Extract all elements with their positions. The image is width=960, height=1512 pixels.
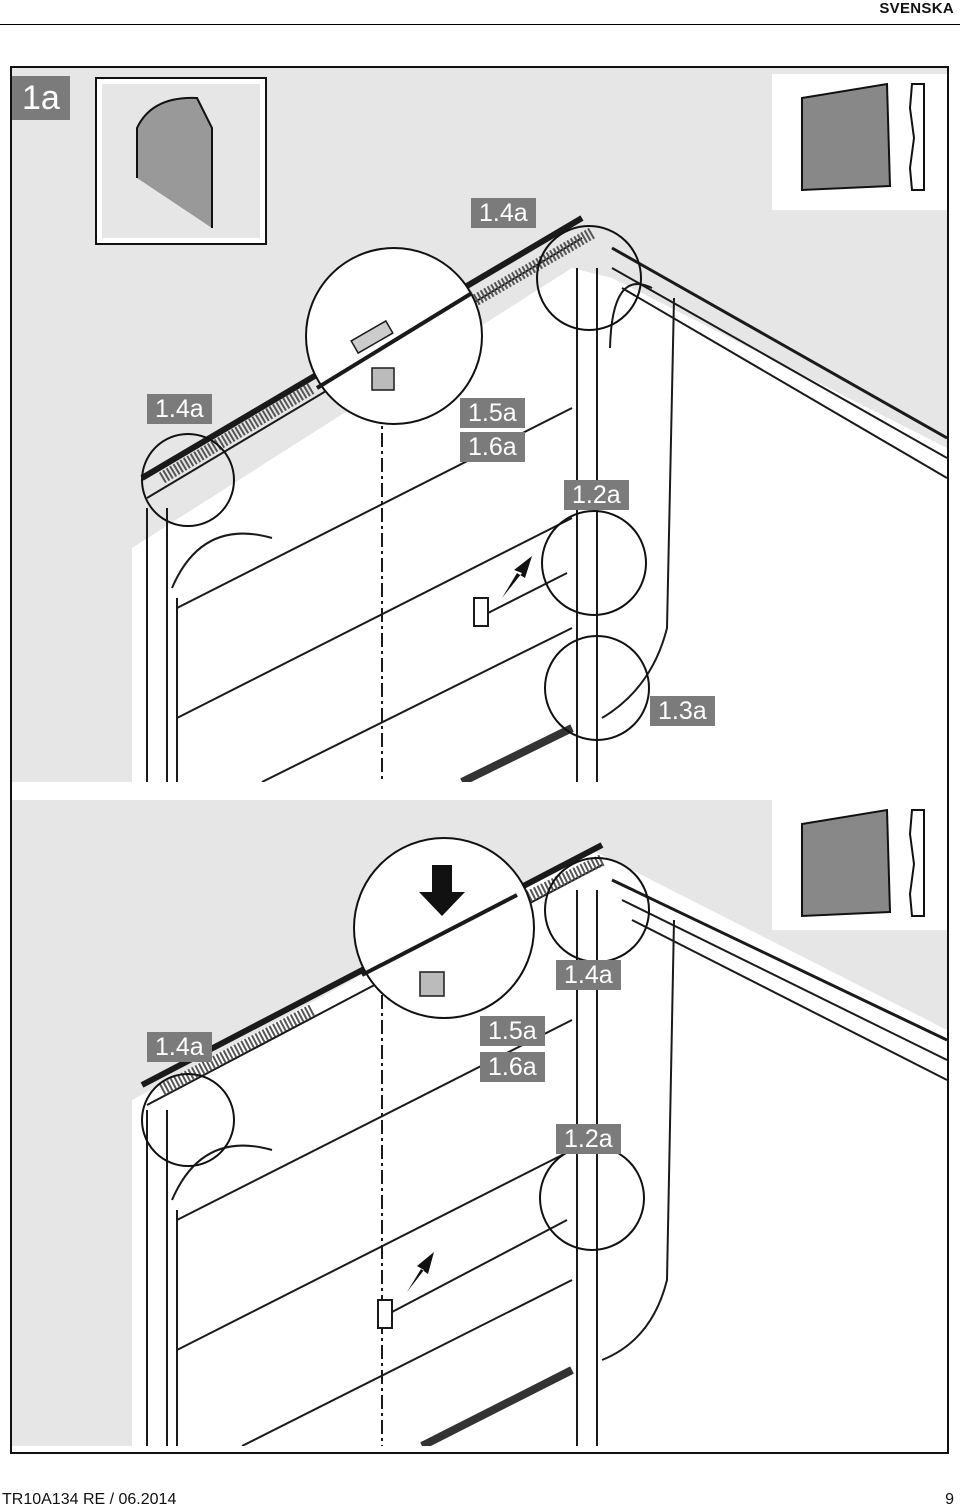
label-1-6a-bottom: 1.6a <box>480 1052 545 1082</box>
figure-frame <box>10 66 949 1454</box>
step-label: 1a <box>12 76 70 120</box>
label-1-6a: 1.6a <box>460 432 525 462</box>
document-reference: TR10A134 RE / 06.2014 <box>2 1491 177 1508</box>
language-label: SVENSKA <box>879 0 954 17</box>
label-1-4a-left: 1.4a <box>147 394 212 424</box>
label-1-4a-left-bottom: 1.4a <box>147 1032 212 1062</box>
top-door-illustration <box>95 74 947 782</box>
label-1-2a: 1.2a <box>564 480 629 510</box>
header-rule <box>0 24 960 25</box>
label-1-4a-top: 1.4a <box>471 198 536 228</box>
label-1-3a: 1.3a <box>650 696 715 726</box>
label-1-5a-bottom: 1.5a <box>480 1016 545 1046</box>
top-illustration-panel: 1a 1.4a 1.4a 1.5a 1.6a 1.2a 1.3a <box>12 68 947 782</box>
bottom-illustration-panel: 1.4a 1.4a 1.5a 1.6a 1.2a <box>12 800 947 1446</box>
label-1-5a: 1.5a <box>460 398 525 428</box>
bottom-door-illustration <box>132 800 947 1446</box>
page-number: 9 <box>945 1491 954 1508</box>
label-1-2a-bottom: 1.2a <box>556 1124 621 1154</box>
label-1-4a-right-bottom: 1.4a <box>556 960 621 990</box>
